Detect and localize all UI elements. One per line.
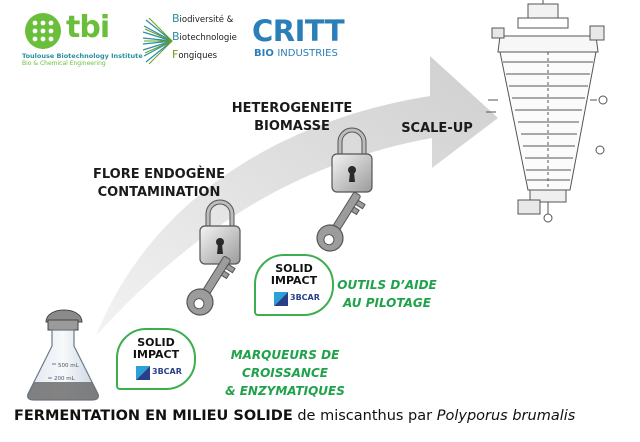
critt-logo-text: CRITT — [252, 14, 345, 48]
badge-title: SOLID IMPACT — [270, 262, 318, 287]
tool-label-outils-pilotage: OUTILS D’AIDE AU PILOTAGE — [337, 278, 437, 310]
badge-title: SOLID IMPACT — [132, 336, 180, 361]
key-icon — [316, 192, 366, 252]
padlock-icon — [199, 199, 241, 265]
tbi-logo-subtitle: Toulouse Biotechnology Institute — [22, 52, 143, 60]
3bcar-mark-icon — [274, 292, 288, 306]
solid-impact-badge: SOLID IMPACT 3BCAR — [116, 328, 196, 390]
tbi-logo-text: tbi — [66, 10, 110, 45]
padlock-icon — [331, 127, 373, 193]
caption-normal: de miscanthus par — [297, 408, 433, 424]
tbi-dot-grid-icon — [25, 13, 61, 49]
bbf-logo-line-1: Biodiversité & — [172, 12, 234, 25]
caption-species: Polyporus brumalis — [436, 408, 576, 424]
erlenmeyer-flask-illustration: 500 mL 200 mL — [27, 309, 99, 401]
tool-label-marqueurs: MARQUEURS DE CROISSANCE & ENZYMATIQUES — [225, 348, 345, 398]
bbf-logo-line-2: Biotechnologie — [172, 30, 237, 43]
badge-brand: 3BCAR — [290, 293, 320, 302]
figure-caption: FERMENTATION EN MILIEU SOLIDE de miscant… — [14, 408, 634, 424]
flask-mark-bottom: 200 mL — [54, 376, 76, 382]
bbf-logo: Biodiversité & Biotechnologie Fongiques — [142, 10, 254, 70]
bioreactor-illustration — [486, 0, 608, 223]
tbi-logo: tbi Toulouse Biotechnology Institute Bio… — [22, 8, 143, 67]
key-icon — [186, 256, 236, 316]
fungus-gill-icon — [142, 17, 173, 65]
bbf-logo-line-3: Fongiques — [172, 48, 218, 61]
flask-mark-top: 500 mL — [58, 363, 80, 369]
tbi-logo-tagline: Bio & Chemical Engineering — [22, 60, 106, 67]
stage-label-heterogeneite: HETEROGENEITE BIOMASSE — [231, 101, 353, 134]
growth-arrow — [96, 56, 498, 336]
critt-logo-subtitle: BIO INDUSTRIES — [254, 48, 338, 59]
badge-brand: 3BCAR — [152, 367, 182, 376]
stage-label-flore: FLORE ENDOGÈNE CONTAMINATION — [92, 167, 226, 200]
caption-bold: FERMENTATION EN MILIEU SOLIDE — [14, 408, 293, 424]
stage-label-scale-up: SCALE-UP — [401, 121, 473, 136]
solid-impact-badge: SOLID IMPACT 3BCAR — [254, 254, 334, 316]
critt-logo: CRITT BIO INDUSTRIES — [252, 14, 348, 66]
3bcar-mark-icon — [136, 366, 150, 380]
